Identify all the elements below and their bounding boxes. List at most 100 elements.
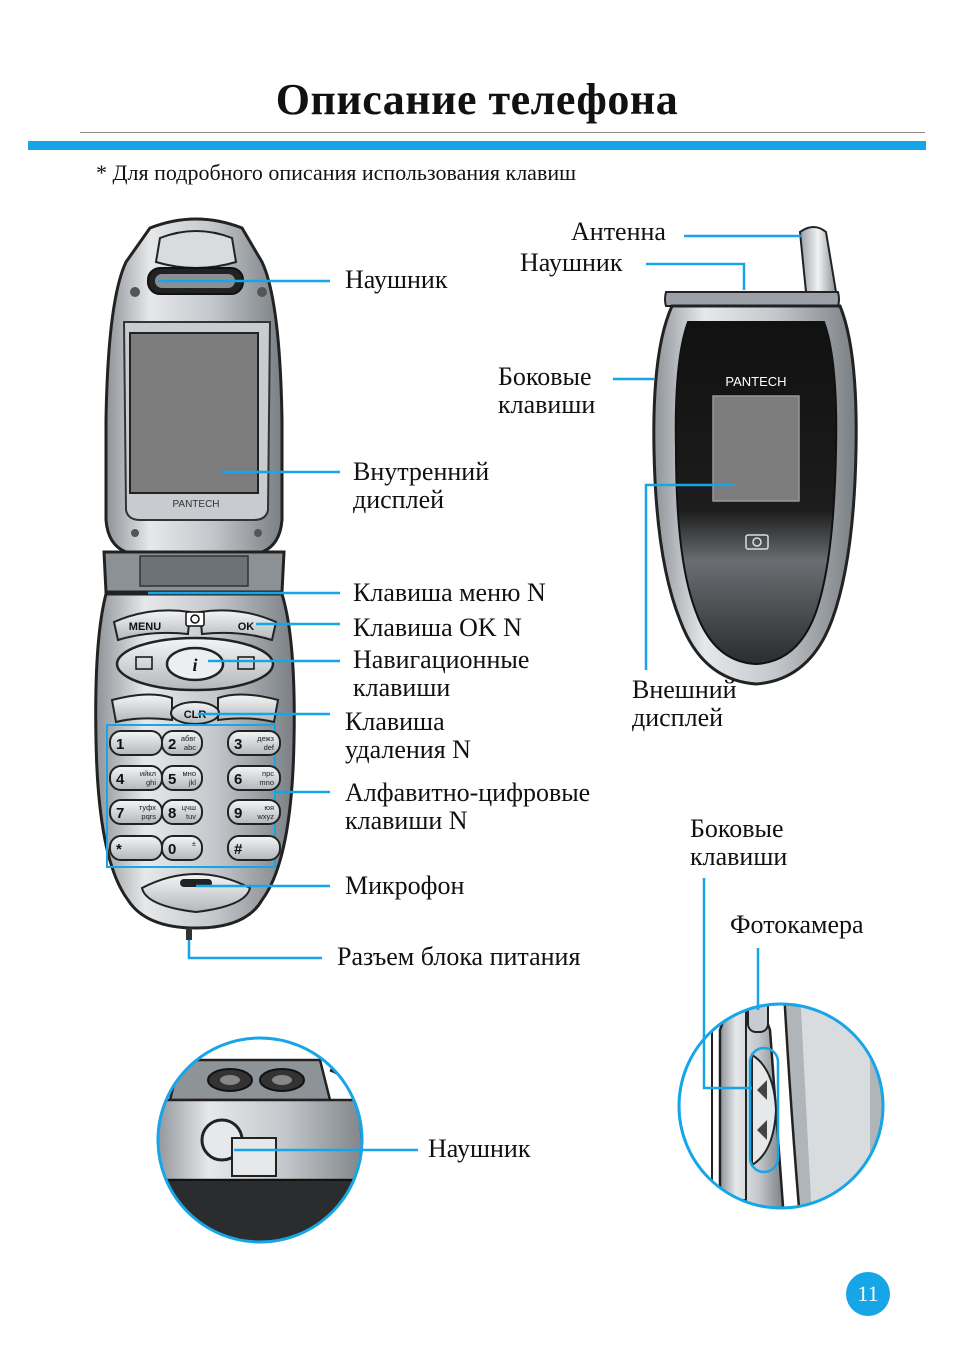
keypad-digit: 8	[168, 805, 176, 822]
footnote: * Для подробного описания использования …	[96, 160, 577, 185]
leader-power-connector	[187, 940, 322, 960]
keypad-letters: ийкл	[140, 769, 156, 778]
menu-key-label: MENU	[129, 621, 161, 633]
keypad-letters: wxyz	[256, 812, 274, 821]
keypad-digit: 4	[116, 771, 125, 788]
label-microphone: Микрофон	[345, 871, 465, 900]
label-side-keys-detail-line1: Боковые	[690, 814, 784, 843]
label-headset-jack: Наушник	[428, 1134, 531, 1163]
title-rule-thick	[28, 141, 926, 150]
keypad-letters: jkl	[188, 778, 196, 787]
outer-brand-logo: PANTECH	[725, 374, 786, 389]
keypad-letters: мно	[183, 769, 196, 778]
keypad-key-hash[interactable]: #	[227, 835, 281, 861]
side-volume-keys	[751, 1053, 778, 1167]
keypad-letters: туфх	[139, 803, 156, 812]
keypad-digit: 2	[168, 736, 176, 753]
keypad-digit: 0	[168, 841, 176, 858]
keypad-key-star[interactable]: *	[109, 835, 163, 861]
headset-detail-border	[156, 1036, 364, 1244]
leader-outer-display	[644, 483, 734, 670]
closed-phone: PANTECH	[652, 226, 858, 686]
inner-brand-logo: PANTECH	[172, 499, 219, 510]
side-keys-highlight	[748, 1046, 780, 1174]
label-inner-display-line1: Внутренний	[353, 457, 490, 486]
nav-right-icon	[237, 656, 255, 670]
leader-side-keys-detail	[702, 878, 752, 1090]
closed-hinge	[664, 291, 840, 307]
label-inner-display-line2: дисплей	[353, 485, 445, 514]
label-outer-display-line2: дисплей	[632, 703, 724, 732]
label-clear-key-line2: удаления N	[345, 735, 471, 764]
label-nav-keys-line2: клавиши	[353, 673, 451, 702]
label-outer-display-line1: Внешний	[632, 675, 737, 704]
title-rule-thin	[80, 132, 925, 133]
keypad-digit: 1	[116, 736, 124, 753]
keypad-digit: #	[234, 841, 243, 858]
keypad-digit: 7	[116, 805, 124, 822]
keypad-key-0[interactable]: 0±	[161, 835, 203, 861]
keypad-letters: abc	[184, 743, 196, 752]
keypad-letters: mno	[259, 778, 274, 787]
label-earpiece-open: Наушник	[345, 265, 448, 294]
keypad-letters: юя	[264, 803, 274, 812]
antenna	[798, 226, 838, 293]
leader-lines	[148, 234, 802, 1152]
keypad-highlight	[106, 724, 276, 868]
keypad-letters: абвг	[181, 734, 196, 743]
label-alnum-keys-line2: клавиши N	[345, 806, 468, 835]
end-key[interactable]	[217, 693, 280, 724]
page-number-badge: 11	[846, 1272, 890, 1316]
keypad-letters: цчш	[182, 803, 196, 812]
side-keys-detail	[677, 1002, 885, 1210]
send-key[interactable]	[110, 693, 173, 724]
label-power-connector: Разъем блока питания	[337, 942, 581, 971]
outer-display	[712, 395, 800, 502]
headset-jack-detail	[156, 1036, 364, 1244]
label-antenna: Антенна	[571, 217, 666, 246]
label-alnum-keys-line1: Алфавитно-цифровые	[345, 778, 591, 807]
keypad-letters: tuv	[186, 812, 196, 821]
keypad-digit: *	[116, 841, 122, 858]
nav-left-icon	[135, 656, 153, 670]
outer-camera-icon	[745, 534, 769, 550]
label-camera: Фотокамера	[730, 910, 864, 939]
keypad-key-1[interactable]: 1	[109, 730, 163, 756]
microphone-housing	[140, 873, 252, 914]
ok-key-label: OK	[238, 621, 255, 633]
label-side-keys-detail-line2: клавиши	[690, 842, 788, 871]
keypad-digit: 3	[234, 736, 242, 753]
label-clear-key-line1: Клавиша	[345, 707, 445, 736]
keypad-letters: ghi	[146, 778, 156, 787]
keypad-letters: pqrs	[141, 812, 156, 821]
ok-key[interactable]	[198, 609, 278, 642]
clear-key-label: CLR	[184, 709, 207, 721]
keypad-digit: 6	[234, 771, 242, 788]
label-nav-keys-line1: Навигационные	[353, 645, 530, 674]
label-menu-key: Клавиша меню N	[353, 578, 546, 607]
leader-earpiece-closed	[646, 262, 746, 290]
power-connector	[186, 928, 192, 940]
info-key[interactable]	[165, 646, 225, 682]
camera-key-icon	[185, 611, 205, 627]
menu-key[interactable]	[112, 609, 192, 642]
label-side-keys-top-line2: клавиши	[498, 390, 596, 419]
page-title: Описание телефона	[275, 75, 679, 124]
keypad-letters: прс	[262, 769, 274, 778]
info-key-label: i	[192, 655, 197, 675]
side-detail-border	[677, 1002, 885, 1210]
keypad-digit: 5	[168, 771, 176, 788]
inner-display	[129, 332, 259, 494]
keypad-letters: дежз	[257, 734, 274, 743]
